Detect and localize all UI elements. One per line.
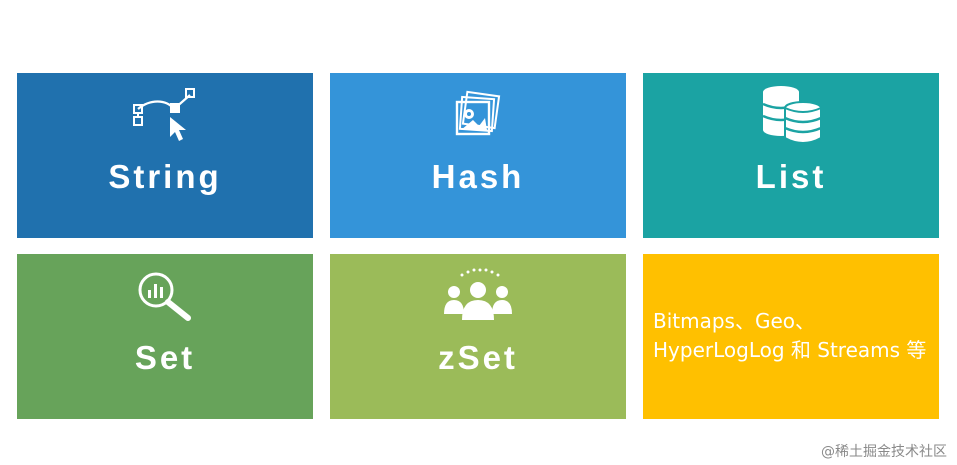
magnifier-chart-icon: [17, 268, 313, 324]
description-line: HyperLogLog 和 Streams 等: [653, 338, 927, 362]
tile-other-types: Bitmaps、Geo、 HyperLogLog 和 Streams 等: [643, 254, 939, 419]
tile-description: Bitmaps、Geo、 HyperLogLog 和 Streams 等: [653, 307, 933, 365]
description-line: Bitmaps、Geo、: [653, 309, 816, 333]
tile-label: Hash: [431, 158, 525, 195]
tile-list: List: [643, 73, 939, 238]
tile-zset: zSet: [330, 254, 626, 419]
tile-string: String: [17, 73, 313, 238]
user-group-icon: [330, 268, 626, 324]
database-coins-icon: [643, 86, 939, 144]
tile-label: String: [108, 158, 222, 195]
image-gallery-icon: [330, 87, 626, 143]
tile-label: Set: [134, 339, 196, 376]
tile-label: List: [755, 158, 827, 195]
tile-set: Set: [17, 254, 313, 419]
bezier-pen-cursor-icon: [17, 87, 313, 143]
watermark: @稀土掘金技术社区: [821, 444, 947, 460]
tile-hash: Hash: [330, 73, 626, 238]
tile-label: zSet: [438, 339, 518, 376]
